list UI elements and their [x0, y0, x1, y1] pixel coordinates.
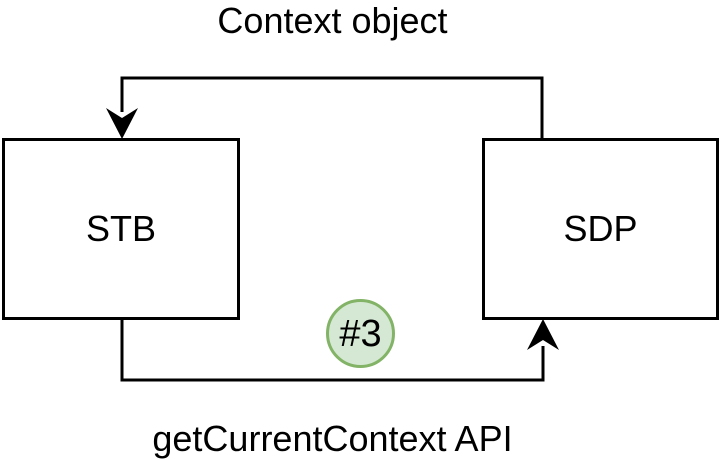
node-stb-label: STB	[85, 208, 156, 249]
step-badge-label: #3	[339, 312, 382, 355]
step-badge: #3	[326, 299, 395, 368]
node-sdp: SDP	[482, 138, 719, 320]
arrowhead-down-icon	[106, 108, 138, 139]
edge-label-getcurrentcontext-api: getCurrentContext API	[152, 418, 513, 459]
edge-sdp-to-stb	[120, 76, 544, 139]
arrowhead-up-icon	[527, 319, 559, 350]
node-sdp-label: SDP	[563, 208, 638, 249]
edge-stb-to-sdp	[120, 319, 545, 382]
edge-label-context-object: Context object	[217, 0, 448, 41]
node-stb: STB	[2, 138, 240, 320]
